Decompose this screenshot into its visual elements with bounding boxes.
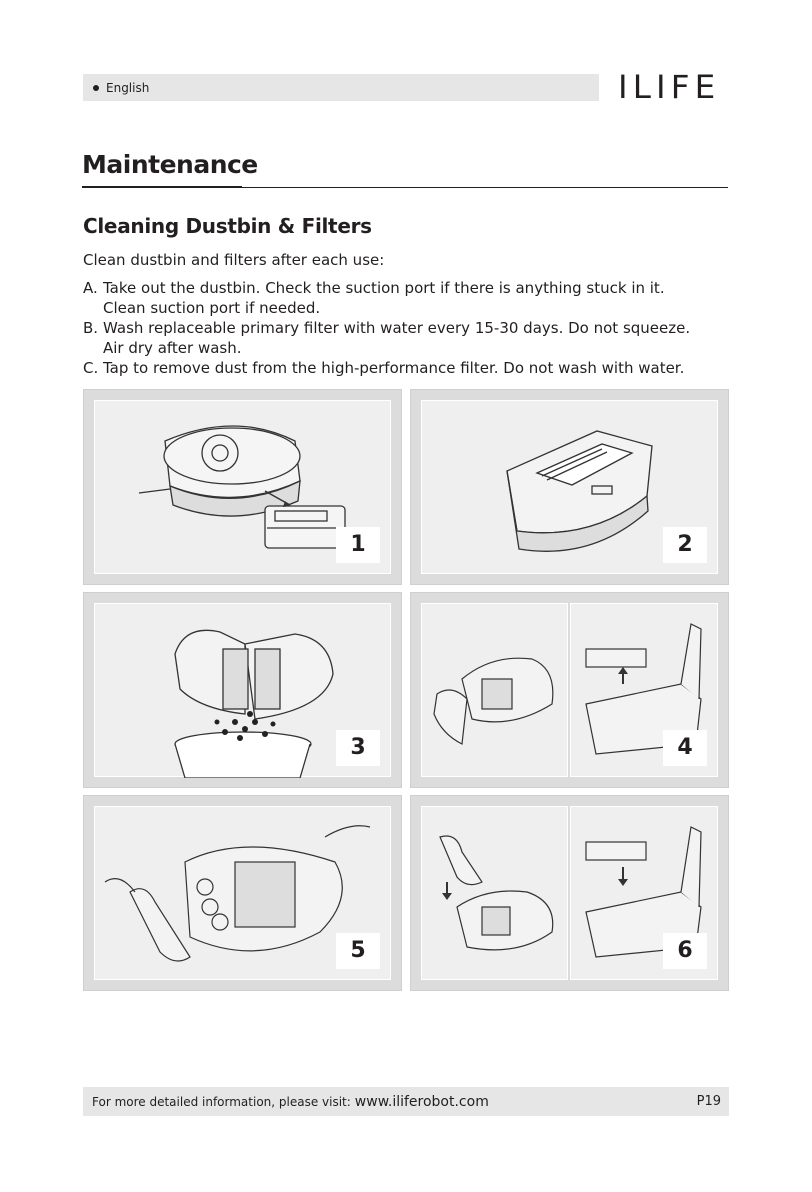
instruction-step: B. Wash replaceable primary filter with … — [83, 318, 733, 358]
step-line: Clean suction port if needed. — [103, 299, 321, 317]
step-letter: C. — [83, 359, 99, 377]
language-bar: English — [83, 74, 599, 101]
instruction-step: A. Take out the dustbin. Check the sucti… — [83, 278, 733, 318]
website-link[interactable]: www.iliferobot.com — [354, 1093, 489, 1110]
footer: For more detailed information, please vi… — [83, 1087, 729, 1116]
step-line: Air dry after wash. — [103, 339, 242, 357]
instruction-list: A. Take out the dustbin. Check the sucti… — [83, 278, 733, 378]
language-label: English — [106, 80, 150, 95]
step-line: Tap to remove dust from the high-perform… — [103, 359, 685, 377]
figure-panel-6: 6 — [410, 795, 729, 991]
footer-text: For more detailed information, please vi… — [92, 1094, 351, 1109]
emptying-dustbin-illustration: 3 — [94, 603, 391, 778]
subsection-title: Cleaning Dustbin & Filters — [83, 214, 372, 238]
removing-filters-illustration — [421, 603, 568, 777]
step-letter: B. — [83, 319, 99, 337]
step-line: Take out the dustbin. Check the suction … — [103, 279, 665, 297]
figure-panel-2: 2 — [410, 389, 729, 585]
figure-number: 1 — [336, 527, 380, 563]
reinstalling-filters-illustration — [421, 806, 568, 980]
title-rule — [242, 187, 728, 188]
intro-text: Clean dustbin and filters after each use… — [83, 251, 385, 269]
figure-panel-1: 1 — [83, 389, 402, 585]
page-number: P19 — [696, 1094, 721, 1109]
bullet-icon — [93, 84, 99, 91]
figure-panel-5: 5 — [83, 795, 402, 991]
figure-number: 4 — [663, 730, 707, 766]
figure-number: 5 — [336, 933, 380, 969]
figure-number: 6 — [663, 933, 707, 969]
figure-number: 2 — [663, 527, 707, 563]
figure-number: 3 — [336, 730, 380, 766]
title-underline — [82, 186, 242, 188]
section-title: Maintenance — [82, 150, 258, 179]
brand-logo: ILIFE — [618, 68, 721, 106]
dustbin-illustration: 2 — [421, 400, 718, 574]
instruction-step: C. Tap to remove dust from the high-perf… — [83, 358, 733, 378]
step-letter: A. — [83, 279, 98, 297]
step-line: Wash replaceable primary filter with wat… — [103, 319, 691, 337]
cleaning-filter-brush-illustration: 5 — [94, 806, 391, 980]
figure-panel-4: 4 — [410, 592, 729, 788]
robot-removing-dustbin-illustration: 1 — [94, 400, 391, 574]
figure-panel-3: 3 — [83, 592, 402, 788]
